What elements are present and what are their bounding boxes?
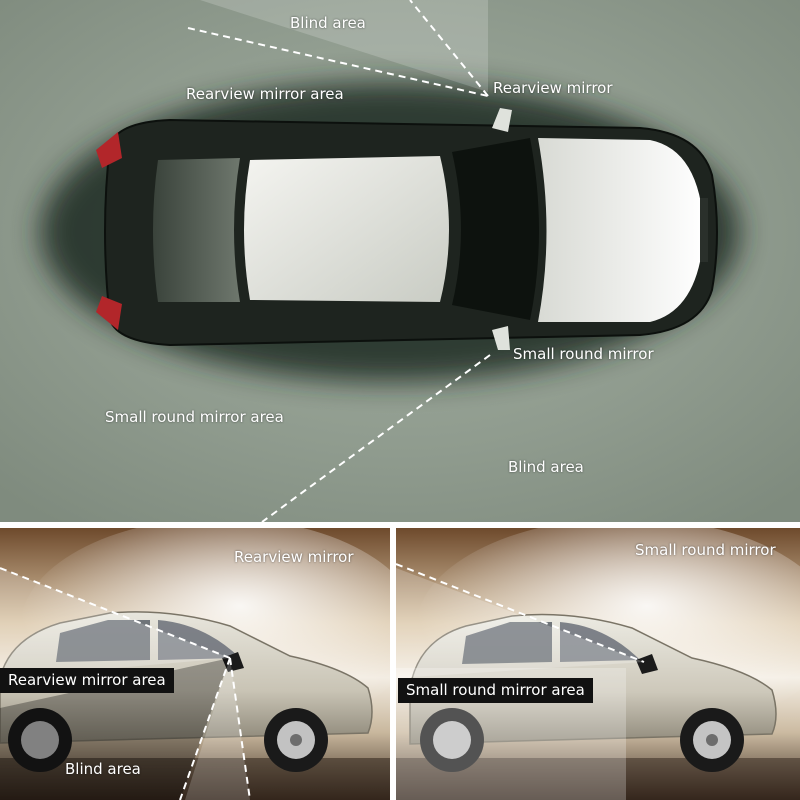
label-blind-area-bottom: Blind area [508,458,584,476]
side-car-left-front-window [158,620,240,660]
label-small-round-mirror: Small round mirror [513,345,654,363]
blind-area-cone [0,658,230,800]
rearview-mirror-area-cone [0,568,230,678]
side-view-left-panel: Rearview mirror Rearview mirror area Bli… [0,528,390,800]
side-mirror-area-wedge [185,658,250,800]
label-rearview-mirror: Rearview mirror [493,79,613,97]
side-left-sight-line-c [179,657,231,800]
vertical-divider [390,528,396,800]
top-view-illustration [0,0,800,522]
small-round-mirror-shape [492,326,510,350]
side-car-right-rear-window [462,622,552,664]
side-view-right-illustration [396,528,800,800]
car-rear-window [153,158,240,302]
side-car-right-mirror [636,654,658,674]
label-side-rearview-mirror-area: Rearview mirror area [0,668,174,693]
side-view-right-panel: Small round mirror Small round mirror ar… [396,528,800,800]
label-side-blind-area: Blind area [65,760,141,778]
blind-area-wedge-top [200,0,488,92]
car-roof [244,156,449,302]
tail-light-left [96,132,122,168]
front-grille [700,198,708,262]
top-view-panel: Blind area Rearview mirror Rearview mirr… [0,0,800,522]
label-small-round-mirror-area: Small round mirror area [105,408,284,426]
label-side-small-round-mirror-area: Small round mirror area [398,678,593,703]
small-mirror-area-cone [396,568,644,678]
rearview-mirror-shape [492,108,512,132]
side-right-sight-line [396,563,645,663]
side-view-left-illustration [0,528,390,800]
label-rearview-mirror-area: Rearview mirror area [186,85,344,103]
label-blind-area-top: Blind area [290,14,366,32]
side-left-sight-line-a [0,567,231,659]
car-windshield [452,138,539,320]
side-car-left-rear-window [56,620,150,662]
rearview-sight-line-b [409,0,489,97]
tail-light-right [96,296,122,330]
label-side-small-round-mirror: Small round mirror [635,541,776,559]
horizontal-divider [0,522,800,528]
car-hood [538,138,704,322]
label-side-rearview-mirror: Rearview mirror [234,548,354,566]
rearview-sight-line-a [187,27,489,97]
